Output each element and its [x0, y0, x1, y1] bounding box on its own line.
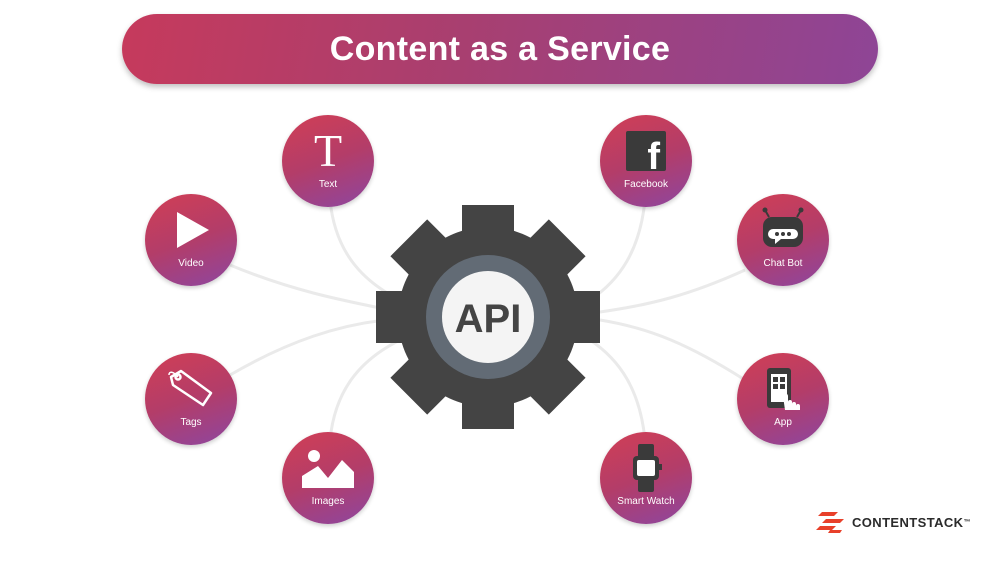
node-smartwatch: Smart Watch: [600, 432, 692, 524]
api-gear: API: [376, 205, 600, 429]
api-hub-center: [442, 271, 534, 363]
line-smartwatch: [589, 338, 647, 441]
node-label-video: Video: [178, 258, 204, 269]
line-tags: [229, 318, 386, 377]
text-icon: T: [313, 125, 343, 176]
node-label-tags: Tags: [180, 417, 202, 428]
image-icon: [302, 450, 354, 488]
line-images: [328, 338, 401, 441]
node-label-chatbot: Chat Bot: [763, 258, 803, 269]
node-images: Images: [282, 432, 374, 524]
brand-trademark: ™: [963, 518, 971, 526]
node-label-smartwatch: Smart Watch: [617, 496, 675, 507]
facebook-icon: f: [626, 131, 666, 171]
node-app: App: [737, 353, 829, 445]
node-text: T Text: [282, 115, 374, 207]
line-app: [599, 318, 746, 382]
contentstack-logo-icon: [816, 512, 844, 533]
api-label: API: [455, 297, 522, 341]
page-title: Content as a Service: [329, 29, 671, 68]
app-icon: [767, 368, 800, 410]
node-label-images: Images: [311, 496, 345, 507]
tag-icon: [168, 369, 213, 407]
line-chatbot: [599, 268, 746, 314]
facebook-glyph: f: [647, 136, 660, 171]
brand-name: CONTENTSTACK: [852, 514, 964, 530]
play-icon: [177, 212, 209, 248]
node-tags: Tags: [145, 353, 237, 445]
node-label-text: Text: [318, 179, 338, 190]
node-facebook: f Facebook: [600, 115, 692, 207]
chat-bot-icon: [762, 207, 804, 247]
node-label-app: App: [774, 417, 792, 428]
title-banner: Content as a Service: [122, 14, 878, 84]
gear-icon: [376, 205, 600, 429]
node-label-facebook: Facebook: [624, 179, 668, 190]
line-video: [229, 263, 391, 312]
smart-watch-icon: [633, 444, 662, 492]
node-chatbot: Chat Bot: [737, 194, 829, 286]
node-video: Video: [145, 194, 237, 286]
